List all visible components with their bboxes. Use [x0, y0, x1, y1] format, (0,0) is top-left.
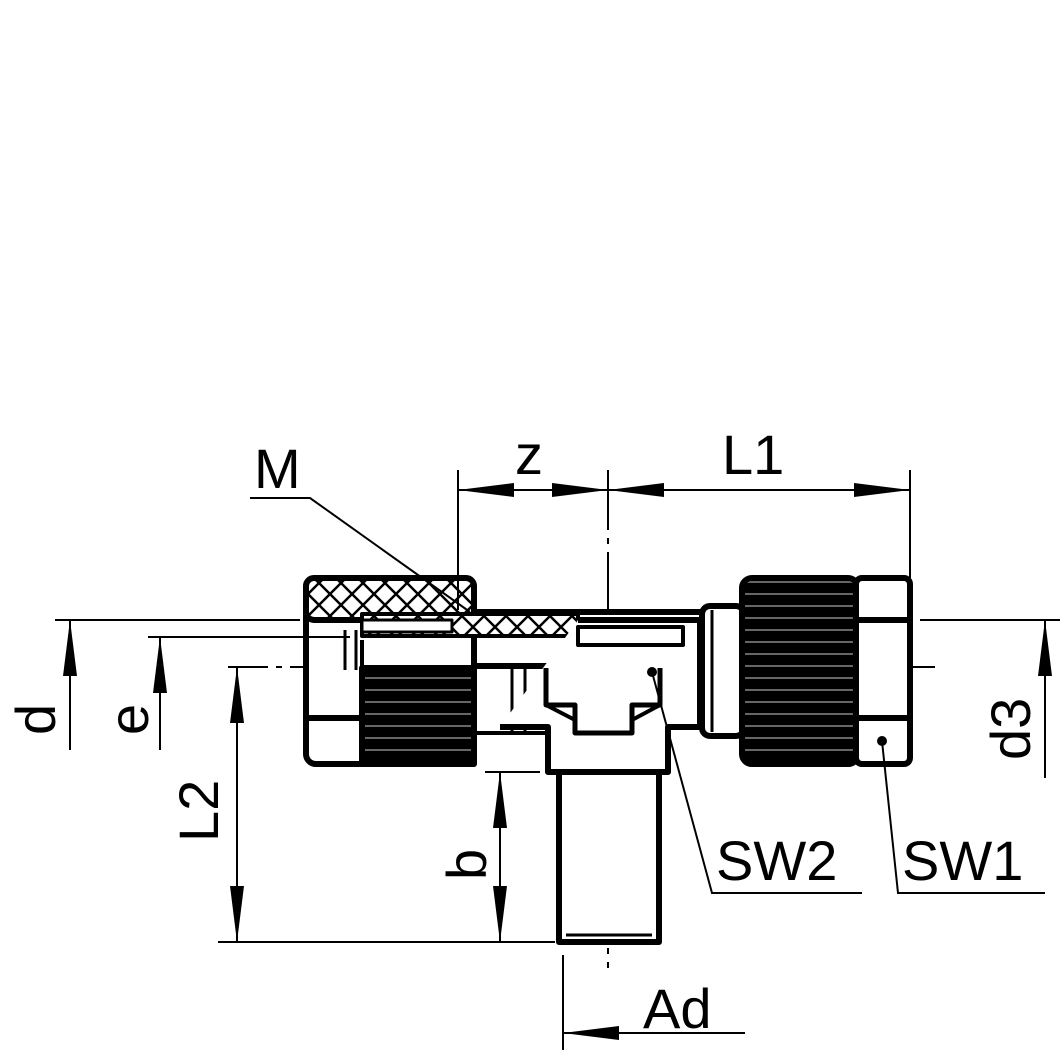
- label-b: b: [435, 849, 498, 880]
- label-d3: d3: [979, 698, 1042, 760]
- label-Ad: Ad: [643, 977, 712, 1040]
- label-L1: L1: [722, 423, 784, 486]
- label-z: z: [515, 423, 543, 486]
- label-M: M: [254, 437, 301, 500]
- label-e: e: [97, 704, 160, 735]
- label-L2: L2: [167, 780, 230, 842]
- fitting-body: [303, 575, 913, 945]
- label-d: d: [4, 704, 67, 735]
- label-SW2: SW2: [716, 829, 837, 892]
- dimension-lines: [55, 470, 1060, 1050]
- label-SW1: SW1: [902, 829, 1023, 892]
